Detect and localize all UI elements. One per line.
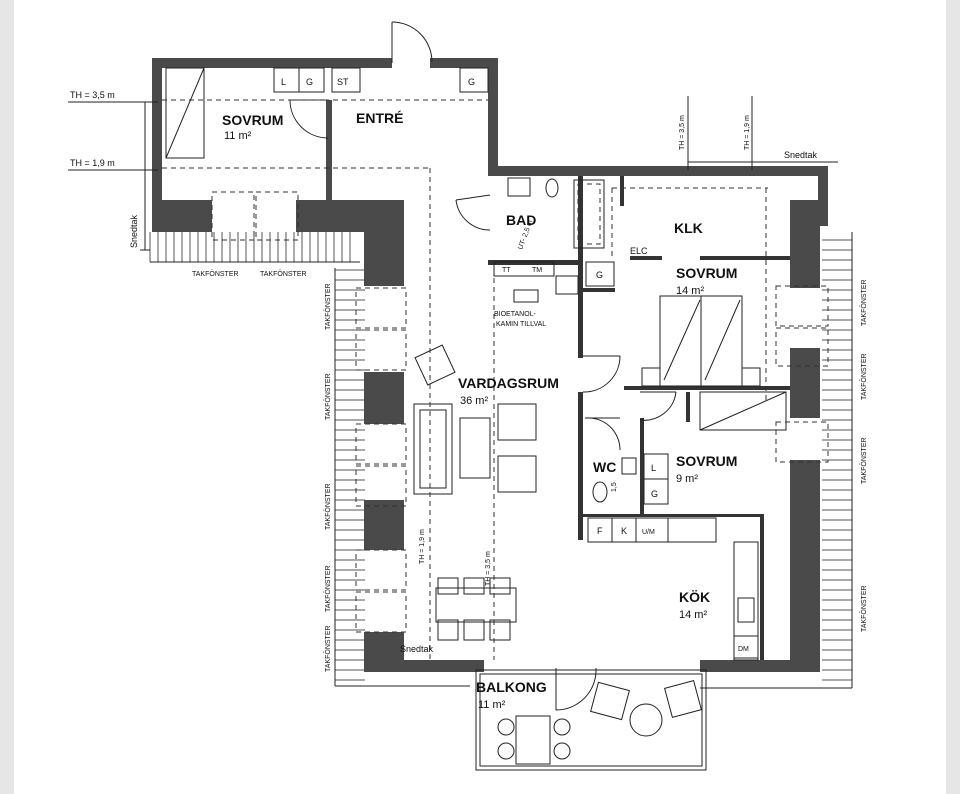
bedroom2-label: SOVRUM: [676, 265, 737, 281]
balcony-door[interactable]: [555, 667, 597, 711]
fireplace-note-line2: KAMIN TILLVAL: [496, 321, 546, 328]
skylight-label-right-3: TAKFÖNSTER: [860, 437, 868, 484]
balcony: [475, 669, 707, 771]
roof-hatching-right: [700, 232, 853, 689]
balcony-area: 11 m²: [478, 699, 506, 711]
bedroom3-closet-g-label: G: [651, 489, 658, 499]
entry-door[interactable]: [391, 21, 433, 63]
living-room-label: VARDAGSRUM: [458, 375, 559, 391]
exterior-walls: [152, 58, 828, 672]
left-margin: [0, 0, 14, 794]
oven-micro-label: U/M: [642, 529, 655, 536]
electrical-label: ELC: [630, 246, 648, 256]
bedroom1-wardrobe: [165, 67, 205, 159]
right-margin: [946, 0, 960, 794]
skylight-label-left-2: TAKFÖNSTER: [324, 373, 332, 420]
skylight-label-left-5: TAKFÖNSTER: [324, 625, 332, 672]
roof-hatching-top-left: [149, 232, 360, 263]
entry-closets: [273, 67, 489, 93]
wc-note: 1,5: [611, 482, 618, 492]
ceiling-height-lines: [162, 99, 768, 660]
ceiling-height-35-label: TH = 3,5 m: [70, 90, 115, 100]
closet-label: KLK: [674, 220, 703, 236]
fridge-label: K: [621, 526, 627, 536]
skylights-right: [775, 285, 829, 463]
closet-l-label: L: [281, 77, 286, 87]
bedroom3-area: 9 m²: [676, 473, 698, 485]
bedroom2-bed: [641, 295, 761, 387]
ceiling-height-19-living: TH = 1,9 m: [419, 529, 426, 564]
bedroom1-area: 11 m²: [224, 130, 252, 142]
sloped-roof-label-bottom: Snedtak: [400, 644, 434, 654]
ceiling-height-19-label: TH = 1,9 m: [70, 158, 115, 168]
dishwasher-label: DM: [738, 646, 749, 653]
freezer-label: F: [597, 526, 603, 536]
wc-fixtures: [592, 457, 637, 503]
bedroom3-door[interactable]: [639, 391, 677, 421]
living-room-area: 36 m²: [460, 395, 488, 407]
closet-st-label: ST: [337, 77, 349, 87]
kitchen-label: KÖK: [679, 589, 710, 605]
bedroom1-label: SOVRUM: [222, 112, 283, 128]
fireplace-note-line1: BIOETANOL-: [494, 311, 537, 318]
bathroom-door[interactable]: [455, 194, 491, 231]
bath-closet-g-label: G: [596, 270, 603, 280]
skylights-top: [211, 191, 299, 241]
skylight-label-left-3: TAKFÖNSTER: [324, 483, 332, 530]
skylight-label-top-1: TAKFÖNSTER: [192, 270, 239, 278]
tumble-dryer-label: TT: [502, 267, 511, 274]
sloped-roof-label-right: Snedtak: [784, 150, 818, 160]
skylight-label-left-1: TAKFÖNSTER: [324, 283, 332, 330]
washing-machine-label: TM: [532, 267, 542, 274]
ceiling-height-35-vertical: TH = 3,5 m: [679, 115, 686, 150]
bedroom3-closet-l-label: L: [651, 463, 656, 473]
entry-closet-g-label: G: [468, 77, 475, 87]
height-markers-right: [687, 96, 838, 170]
bathroom-fixtures: [493, 177, 615, 303]
bedroom1-door[interactable]: [289, 99, 329, 139]
skylight-label-top-2: TAKFÖNSTER: [260, 270, 307, 278]
skylight-label-right-1: TAKFÖNSTER: [860, 279, 868, 326]
bedroom2-door[interactable]: [582, 355, 621, 393]
sloped-roof-label-left: Snedtak: [129, 214, 139, 248]
bathroom-label: BAD: [506, 212, 536, 228]
bedroom3-label: SOVRUM: [676, 453, 737, 469]
bedroom3-wardrobe: [643, 391, 787, 505]
closet-g-label: G: [306, 77, 313, 87]
height-markers-left: [68, 101, 158, 251]
entry-label: ENTRÉ: [356, 110, 403, 126]
living-room-furniture: [413, 344, 537, 641]
ceiling-height-35-living: TH = 3,5 m: [485, 551, 492, 586]
balcony-label: BALKONG: [476, 679, 547, 695]
wc-label: WC: [593, 459, 616, 475]
skylight-label-left-4: TAKFÖNSTER: [324, 565, 332, 612]
kitchen-counters: [587, 517, 759, 661]
ceiling-height-19-vertical: TH = 1,9 m: [744, 115, 751, 150]
roof-hatching-left: [334, 268, 470, 687]
skylight-label-right-4: TAKFÖNSTER: [860, 585, 868, 632]
wc-door[interactable]: [584, 417, 621, 451]
kitchen-area: 14 m²: [679, 609, 707, 621]
bedroom2-area: 14 m²: [676, 285, 704, 297]
skylight-label-right-2: TAKFÖNSTER: [860, 353, 868, 400]
